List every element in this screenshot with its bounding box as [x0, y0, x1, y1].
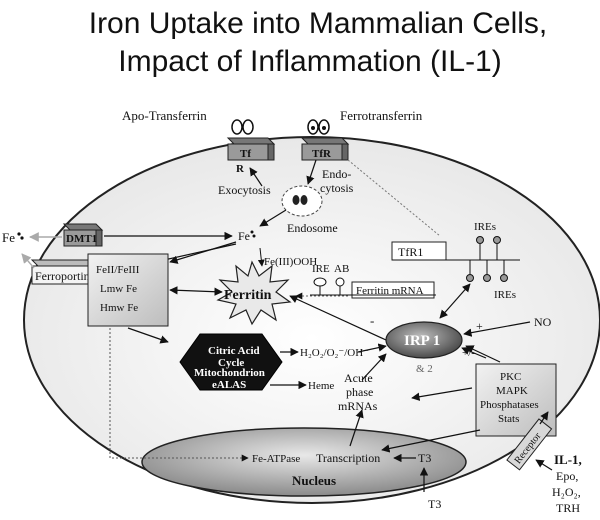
tf-receptor-left: Tf R — [226, 137, 276, 175]
ire-loop — [313, 277, 327, 287]
ferritin-starburst — [216, 260, 292, 326]
ab-circle — [335, 277, 345, 287]
kinase-1: PKC — [500, 371, 521, 383]
heme-label: Heme — [308, 380, 334, 392]
irp-label: IRP 1 — [404, 333, 440, 349]
stimulus-2: Epo, — [556, 469, 578, 483]
tfr-label: TfR — [312, 148, 332, 160]
fe-cytosol-label: Fe — [238, 229, 250, 243]
endocytosis-label-2: cytosis — [320, 181, 354, 195]
mito-line-4: eALAS — [212, 379, 246, 391]
fe-iii-ooh-label: Fe(III)OOH — [264, 256, 317, 268]
kinase-4: Stats — [498, 413, 519, 425]
ros-label: H₂O₂/O₂⁻/OH⁻ — [300, 347, 369, 359]
ferritin-label: Ferritin — [224, 288, 272, 303]
ab-label: AB — [334, 263, 349, 275]
stimulus-1: IL-1, — [554, 452, 582, 467]
kinase-2: MAPK — [496, 385, 528, 397]
ires-top-label: IREs — [474, 221, 496, 233]
title-line-2: Impact of Inflammation (IL-1) — [118, 45, 502, 78]
no-label: NO — [534, 315, 552, 329]
ferritin-mrna-box — [351, 281, 435, 299]
exocytosis-label: Exocytosis — [218, 183, 271, 197]
stimulus-4: TRH — [556, 501, 580, 515]
stimulus-3: H₂O₂, — [552, 485, 581, 499]
tf-receptor-right: TfR — [300, 137, 350, 161]
apo-transferrin-label: Apo-Transferrin — [122, 108, 207, 123]
plus-sign-no: + — [476, 319, 483, 333]
minus-sign-ferritin: - — [370, 313, 374, 328]
ire-label: IRE — [312, 263, 330, 275]
ferrotransferrin-label: Ferrotransferrin — [340, 108, 423, 123]
transcription-label: Transcription — [316, 451, 380, 465]
r-label: R — [236, 163, 245, 175]
endosome-label: Endosome — [287, 221, 338, 235]
acute-line-3: mRNAs — [338, 399, 378, 413]
ire-stems-bottom — [466, 260, 508, 282]
tfr1-label: TfR1 — [398, 245, 423, 259]
fe-atpase-label: Fe-ATPase — [252, 453, 300, 465]
endocytosis-label-1: Endo- — [322, 167, 351, 181]
irp2-label: & 2 — [416, 363, 433, 375]
t3-inner-label: T3 — [418, 451, 431, 465]
dmt1-label: DMT1 — [66, 233, 97, 245]
ferroportin-label: Ferroportin — [35, 269, 90, 283]
fe-form-3: Hmw Fe — [100, 302, 138, 314]
acute-line-2: phase — [346, 385, 373, 399]
endosome-cargo — [292, 195, 308, 205]
fe-forms-box — [87, 253, 169, 327]
fe-external-label: Fe — [2, 230, 15, 245]
nucleus-label: Nucleus — [292, 473, 336, 488]
tf-label: Tf — [240, 148, 251, 160]
dmt1-transporter: DMT1 — [62, 223, 104, 247]
acute-line-1: Acute — [344, 371, 373, 385]
mito-line-3: Mitochondrion — [194, 367, 265, 379]
ferrotransferrin-molecule — [307, 119, 330, 135]
t3-outer-label: T3 — [428, 497, 441, 511]
title-line-1: Iron Uptake into Mammalian Cells, — [88, 7, 548, 40]
mito-line-1: Citric Acid — [208, 345, 260, 357]
fe-form-1: FeII/FeIII — [96, 264, 140, 276]
kinase-3: Phosphatases — [480, 399, 539, 411]
fe-form-2: Lmw Fe — [100, 283, 137, 295]
ires-bottom-label: IREs — [494, 289, 516, 301]
apo-transferrin-molecule — [231, 119, 254, 135]
mito-line-2: Cycle — [218, 357, 244, 369]
cell-membrane — [23, 136, 600, 504]
ferritin-mrna-label: Ferritin mRNA — [356, 285, 424, 297]
ire-stems-top — [476, 236, 501, 260]
mitochondrion-hexagon — [179, 333, 283, 391]
